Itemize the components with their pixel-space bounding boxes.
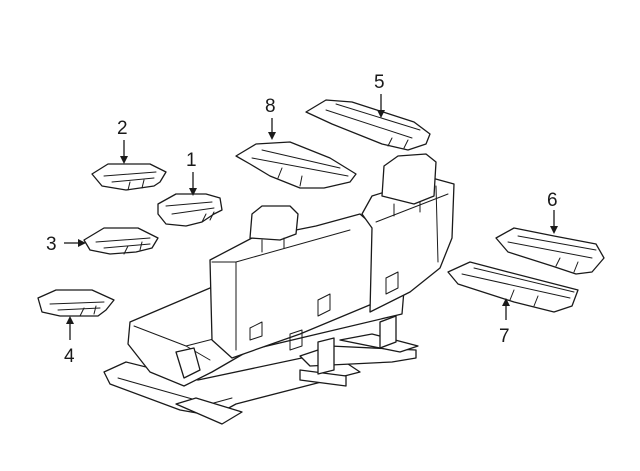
part-2-panel: [91, 163, 167, 191]
callout-3: 3: [46, 234, 57, 255]
part-5-panel: [305, 99, 431, 151]
callout-5: 5: [374, 72, 385, 93]
callout-labels: 1 2 3 4 5 6 7 8: [46, 72, 558, 367]
part-4-panel: [37, 289, 115, 317]
callout-6: 6: [547, 190, 558, 211]
callout-7: 7: [499, 326, 510, 347]
callout-1: 1: [186, 150, 197, 171]
part-6-panel: [495, 227, 605, 275]
callout-8: 8: [265, 96, 276, 117]
callout-arrows: [64, 94, 558, 340]
seat-assembly: [103, 153, 455, 425]
part-7-panel: [447, 261, 579, 313]
part-1-panel: [157, 193, 223, 227]
part-8-panel: [235, 141, 357, 189]
callout-4: 4: [64, 346, 75, 367]
callout-2: 2: [117, 118, 128, 139]
part-3-panel: [83, 227, 159, 255]
